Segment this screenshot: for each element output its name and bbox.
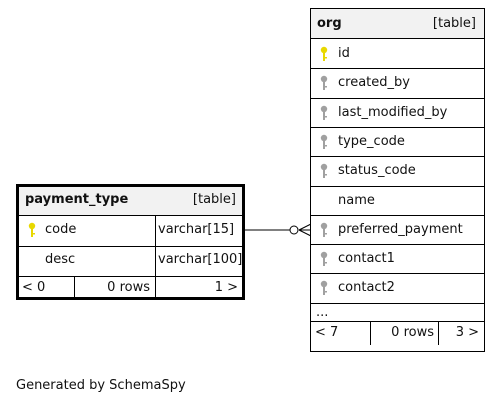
payment-type-header-divider xyxy=(19,215,242,216)
row-divider xyxy=(19,246,242,247)
foreign-key-icon xyxy=(320,105,328,120)
table-row[interactable]: contact1 xyxy=(311,244,484,273)
type-column-divider xyxy=(155,216,156,300)
column-name: name xyxy=(338,192,375,208)
payment-type-table-type: [table] xyxy=(192,192,236,207)
payment-type-parents-count[interactable]: < 0 xyxy=(22,280,46,295)
payment-type-table-name: payment_type xyxy=(25,192,129,207)
column-name: code xyxy=(45,222,77,237)
table-row[interactable]: last_modified_by xyxy=(311,98,484,127)
footer-divider xyxy=(370,320,371,345)
foreign-key-icon xyxy=(320,76,328,91)
foreign-key-icon xyxy=(320,222,328,237)
row-divider xyxy=(311,302,484,304)
crowfoot-upper xyxy=(298,223,312,231)
table-row[interactable]: desc varchar[100] xyxy=(19,246,242,276)
org-table-type: [table] xyxy=(432,16,476,31)
payment-type-header-bg xyxy=(19,187,242,215)
crowfoot-lower xyxy=(298,229,312,237)
column-name: status_code xyxy=(338,163,416,179)
org-parents-count[interactable]: < 7 xyxy=(315,324,339,340)
column-name: created_by xyxy=(338,75,410,91)
row-divider xyxy=(311,185,484,187)
table-row[interactable]: type_code xyxy=(311,127,484,156)
foreign-key-icon xyxy=(320,163,328,179)
org-children-count[interactable]: 3 > xyxy=(455,324,479,340)
column-type: varchar[100] xyxy=(158,252,243,267)
primary-key-icon xyxy=(320,46,328,61)
table-row[interactable]: code varchar[15] xyxy=(19,216,242,246)
foreign-key-icon xyxy=(320,251,328,267)
org-table-name: org xyxy=(317,16,342,31)
footer-divider xyxy=(74,276,75,300)
payment-type-table[interactable]: payment_type [table] code varchar[15] desc va… xyxy=(16,184,245,300)
row-divider xyxy=(311,68,484,70)
table-row[interactable]: contact2 xyxy=(311,273,484,302)
table-row[interactable]: preferred_payment xyxy=(311,215,484,244)
row-divider xyxy=(19,276,242,277)
org-header-bg xyxy=(311,9,484,38)
table-row[interactable]: name xyxy=(311,186,484,215)
payment-type-row-count: 0 rows xyxy=(107,280,150,295)
table-row[interactable]: created_by xyxy=(311,68,484,97)
org-header-divider xyxy=(311,38,484,39)
column-type: varchar[15] xyxy=(158,222,235,237)
payment-type-children-count[interactable]: 1 > xyxy=(214,280,238,295)
relationship-optional-marker xyxy=(289,225,299,235)
column-name: contact2 xyxy=(338,280,395,296)
row-divider xyxy=(311,156,484,158)
row-divider xyxy=(311,97,484,99)
column-name: type_code xyxy=(338,133,405,149)
row-divider xyxy=(311,126,484,128)
table-row[interactable]: id xyxy=(311,39,484,68)
more-columns-indicator: ... xyxy=(316,304,329,320)
generated-by-text: Generated by SchemaSpy xyxy=(16,378,186,393)
column-name: last_modified_by xyxy=(338,104,448,120)
org-footer-divider xyxy=(311,320,484,322)
column-name: desc xyxy=(45,252,76,267)
row-divider xyxy=(311,244,484,246)
column-name: preferred_payment xyxy=(338,221,463,237)
primary-key-icon xyxy=(28,222,36,237)
foreign-key-icon xyxy=(320,134,328,149)
foreign-key-icon xyxy=(320,281,328,296)
org-row-count: 0 rows xyxy=(391,324,434,340)
row-divider xyxy=(311,273,484,275)
footer-divider xyxy=(438,320,439,345)
column-name: id xyxy=(338,46,350,61)
column-name: contact1 xyxy=(338,251,395,267)
table-row[interactable]: status_code xyxy=(311,156,484,185)
row-divider xyxy=(311,214,484,216)
